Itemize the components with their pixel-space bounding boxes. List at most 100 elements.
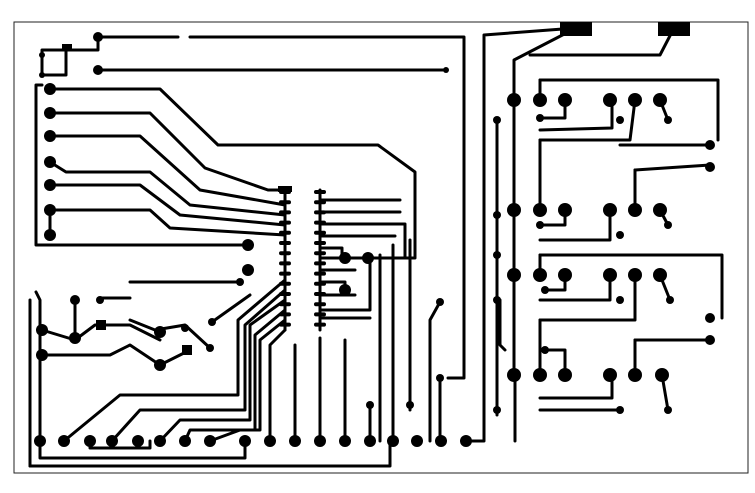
header-pad <box>44 229 56 241</box>
via-pad <box>36 324 48 336</box>
copper-traces <box>28 26 724 468</box>
via-pad <box>39 72 45 78</box>
ic-pin-pad <box>279 230 291 235</box>
smd-pad <box>62 44 72 50</box>
bottom-header-pad <box>435 435 447 447</box>
bottom-header-pad <box>204 435 216 447</box>
bottom-header-pad <box>364 435 376 447</box>
via-pad <box>366 401 374 409</box>
bottom-header-pad <box>314 435 326 447</box>
via-pad <box>242 239 254 251</box>
via-pad <box>664 221 672 229</box>
connector-pad <box>658 22 690 36</box>
ic-pin-pad <box>314 220 326 225</box>
bottom-header-pad <box>34 435 46 447</box>
module-pad <box>533 368 547 382</box>
ic-pin-pad <box>314 281 326 286</box>
via-pad <box>493 251 501 259</box>
module-pad <box>603 368 617 382</box>
module-pad <box>653 93 667 107</box>
via-pad <box>705 335 715 345</box>
module-pad <box>533 268 547 282</box>
module-pad <box>558 268 572 282</box>
module-pad <box>507 203 521 217</box>
via-pad <box>616 116 624 124</box>
ic-pin-pad <box>314 292 326 296</box>
ic-pin-pad <box>279 210 291 215</box>
ic-pin-pad <box>314 241 326 245</box>
header-pad <box>44 204 56 216</box>
ic-pin-pad <box>314 210 326 215</box>
ic-pin-pad <box>314 190 326 194</box>
header-pad <box>44 156 56 168</box>
module-pad <box>507 368 521 382</box>
module-pad <box>628 203 642 217</box>
ic-pin-pad <box>279 302 291 307</box>
via-pad <box>616 296 624 304</box>
ic-pin-pad <box>279 200 291 205</box>
via-pad <box>206 344 214 352</box>
ic-pin-pad <box>314 251 326 256</box>
bottom-header-pad <box>58 435 70 447</box>
ic-pin-pad <box>314 312 326 317</box>
via-pad <box>70 295 80 305</box>
module-pad <box>655 368 669 382</box>
via-pad <box>181 324 189 332</box>
board-outline <box>13 21 749 474</box>
ic-pin-pad <box>279 292 291 296</box>
via-pad <box>242 264 254 276</box>
module-pad <box>628 368 642 382</box>
via-pad <box>406 401 414 409</box>
bottom-header-pad <box>264 435 276 447</box>
ic-pin-pad <box>279 322 291 327</box>
module-pad <box>628 268 642 282</box>
module-pad <box>628 93 642 107</box>
module-pad <box>603 203 617 217</box>
bottom-header-pad <box>154 435 166 447</box>
ic-pin1-marker <box>278 186 292 192</box>
via-pad <box>154 326 166 338</box>
ic-pin-pad <box>279 312 291 317</box>
via-pad <box>616 231 624 239</box>
via-pad <box>436 298 444 306</box>
bottom-header-pad <box>84 435 96 447</box>
module-pad <box>558 203 572 217</box>
ic-pin-pad <box>279 251 291 256</box>
via-pad <box>493 211 501 219</box>
bottom-header-pad <box>132 435 144 447</box>
ic-pin-pad <box>279 281 291 286</box>
via-pad <box>339 252 351 264</box>
via-pad <box>705 140 715 150</box>
via-pad <box>705 162 715 172</box>
via-pad <box>664 406 672 414</box>
via-pad <box>493 116 501 124</box>
module-pad <box>603 268 617 282</box>
ic-pin-pad <box>279 271 291 276</box>
via-pad <box>96 296 104 304</box>
via-pad <box>93 65 103 75</box>
via-pad <box>666 296 674 304</box>
via-pad <box>436 374 444 382</box>
bottom-header-pad <box>387 435 399 447</box>
smd-pad <box>96 320 106 330</box>
component-pads <box>34 22 715 447</box>
ic-pin-pad <box>314 230 326 235</box>
via-pad <box>208 318 216 326</box>
ic-pin-pad <box>314 200 326 205</box>
smd-pad <box>182 345 192 355</box>
via-pad <box>536 114 544 122</box>
module-pad <box>507 93 521 107</box>
connector-pad <box>560 22 592 36</box>
via-pad <box>93 32 103 42</box>
via-pad <box>39 52 45 58</box>
module-pad <box>558 368 572 382</box>
ic-pin-pads <box>279 190 326 327</box>
header-pad <box>44 130 56 142</box>
header-pad <box>44 83 56 95</box>
bottom-header-pad <box>460 435 472 447</box>
module-pad <box>558 93 572 107</box>
module-pad <box>653 268 667 282</box>
via-pad <box>664 116 672 124</box>
ic-pin-pad <box>279 220 291 225</box>
